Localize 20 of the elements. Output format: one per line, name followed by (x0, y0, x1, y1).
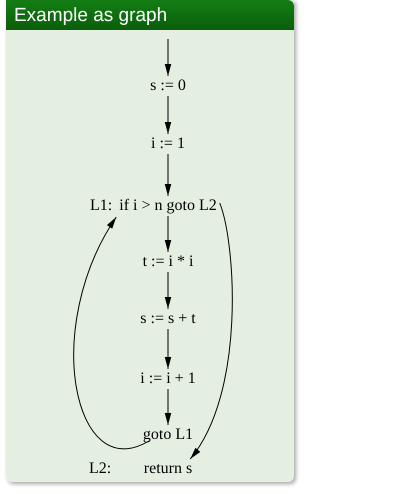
line-label: L2: (89, 460, 112, 478)
statement-text: if i > n goto L2 (119, 197, 217, 215)
arrow (164, 328, 172, 370)
statement-text: goto L1 (142, 426, 194, 444)
statement-text: return s (144, 460, 192, 478)
arrow (164, 216, 172, 252)
statement-text: s := s + t (140, 310, 196, 328)
arrow (73, 216, 150, 449)
statement-text: i := 1 (151, 135, 185, 153)
arrow (164, 96, 172, 134)
arrow (164, 272, 172, 310)
statement-text: s := 0 (150, 77, 186, 95)
slide-title: Example as graph (14, 6, 168, 24)
arrow (164, 154, 172, 196)
arrow (190, 202, 233, 460)
statement-text: i := i + 1 (140, 370, 196, 388)
arrow (164, 38, 172, 76)
statement-text: t := i * i (142, 253, 194, 271)
line-label: L1: (90, 197, 112, 215)
arrow (164, 388, 172, 426)
